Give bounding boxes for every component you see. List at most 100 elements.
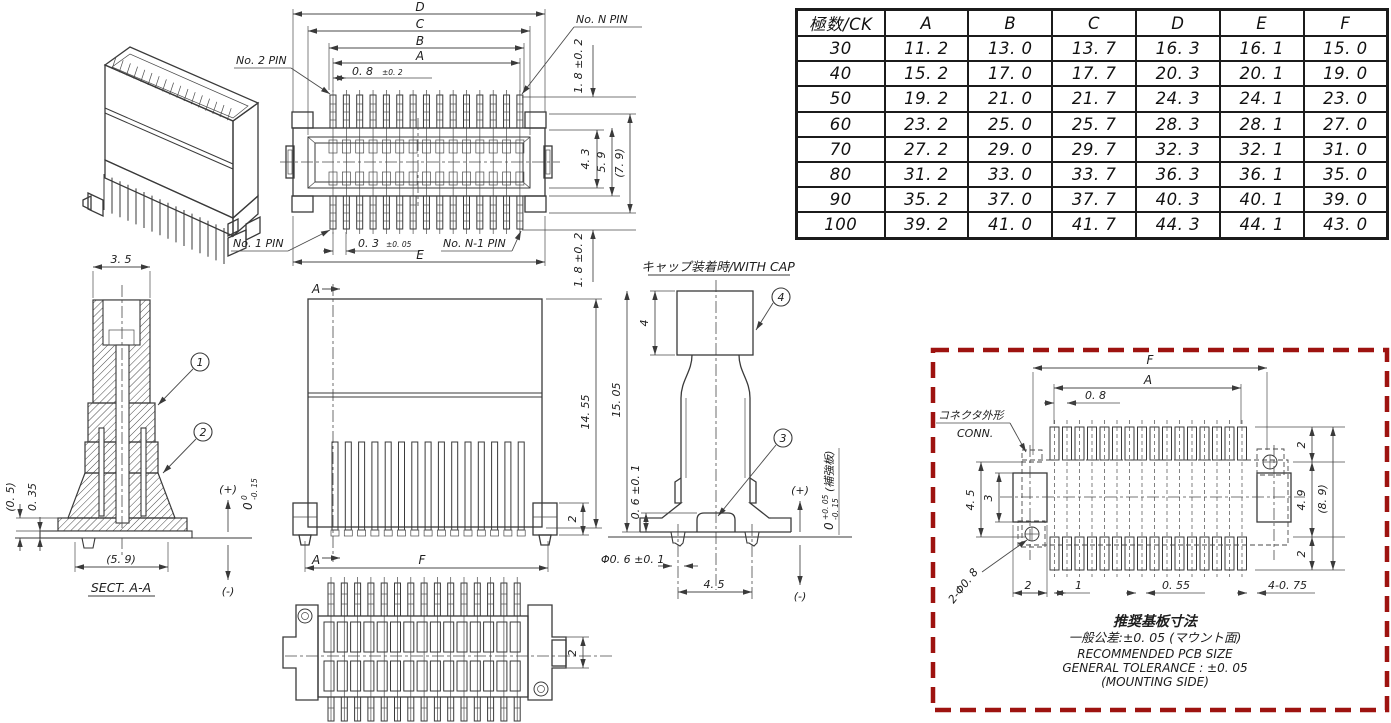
polarity-minus: (-) (222, 585, 235, 598)
pcb-note-en-tolerance: GENERAL TOLERANCE : ±0. 05 (1062, 661, 1247, 675)
pcb-dim-3: 3 (982, 495, 995, 502)
table-cell: 19. 0 (1302, 60, 1389, 88)
balloon-1: 1 (197, 356, 204, 369)
dim-c: C (416, 17, 425, 31)
isometric-view (82, 46, 261, 264)
table-cell: 60 (795, 110, 886, 138)
dim-b: B (416, 34, 424, 48)
table-cell: 39. 2 (883, 211, 970, 239)
table-cell: 20. 3 (1134, 60, 1221, 88)
tolerance-upper-cap: +0. 05 (821, 494, 830, 520)
table-cell: 28. 1 (1218, 110, 1305, 138)
table-cell: 17. 0 (967, 60, 1054, 88)
table-cell: 80 (795, 160, 886, 189)
pcb-dim-1: 1 (1075, 579, 1082, 592)
table-cell: 90 (795, 186, 886, 214)
balloon-2: 2 (200, 426, 207, 439)
dim-cap-4: 4 (638, 320, 651, 327)
dim-tail-bottom: 1. 8 ±0. 2 (572, 233, 585, 288)
polarity-plus: (+) (219, 483, 237, 496)
dim-7-9: (7. 9) (613, 148, 626, 178)
column-header: B (967, 8, 1054, 37)
table-cell: 44. 3 (1134, 211, 1221, 239)
dim-a: A (415, 49, 424, 63)
table-cell: 43. 0 (1302, 211, 1389, 239)
table-cell: 23. 2 (883, 110, 970, 138)
pcb-red-border (930, 347, 1390, 713)
table-cell: 39. 0 (1302, 186, 1389, 214)
label-pinN1: No. N-1 PIN (443, 237, 506, 250)
section-marker-a-bottom: A (311, 553, 320, 567)
pcb-dim-4-0-75: 4-0. 75 (1268, 579, 1307, 592)
table-cell: 25. 0 (967, 110, 1054, 138)
dim-4-3: 4. 3 (579, 149, 592, 170)
dim-tail-top: 1. 8 ±0. 2 (572, 39, 585, 94)
pcb-dim-8-9: (8. 9) (1316, 484, 1329, 514)
dim-phi-0-6: Φ0. 6 ±0. 1 (601, 553, 664, 566)
table-cell: 23. 0 (1302, 85, 1389, 113)
table-cell: 25. 7 (1051, 110, 1137, 138)
pcb-dim-2b: 2 (1025, 579, 1032, 592)
pcb-note-en-title: RECOMMENDED PCB SIZE (1077, 647, 1233, 661)
polarity-minus-cap: (-) (794, 590, 807, 603)
table-cell: 40. 3 (1134, 186, 1221, 214)
dim-lead-tol: ±0. 05 (386, 240, 412, 249)
dim-pitch: 0. 8 (352, 65, 373, 78)
table-cell: 36. 1 (1218, 160, 1305, 189)
pcb-note-jp-tolerance: 一般公差:±0. 05 (マウント面) (1069, 630, 1242, 645)
table-cell: 19. 2 (883, 85, 970, 113)
pcb-dim-0-8: 0. 8 (1085, 389, 1106, 402)
table-cell: 36. 3 (1134, 160, 1221, 189)
top-view: D C B A 0. 8 ±0. 2 No. 2 PIN No. N PIN (231, 0, 642, 287)
section-title: SECT. A-A (91, 580, 151, 595)
table-cell: 33. 0 (967, 160, 1054, 189)
column-header: C (1051, 8, 1137, 37)
column-header: 極数/CK (795, 8, 886, 37)
table-cell: 70 (795, 135, 886, 163)
table-cell: 13. 7 (1051, 34, 1137, 63)
pcb-dim-2-top: 2 (1295, 442, 1308, 449)
dim-2-bottom-view: 2 (566, 650, 579, 657)
table-cell: 31. 2 (883, 160, 970, 189)
pcb-dim-2-bottom: 2 (1295, 551, 1308, 558)
tolerance-upper: 0 (240, 495, 249, 500)
dim-5-9: 5. 9 (595, 152, 608, 173)
column-header: E (1218, 8, 1305, 37)
pcb-note-en-side: (MOUNTING SIDE) (1101, 675, 1209, 689)
table-cell: 24. 3 (1134, 85, 1221, 113)
table-cell: 17. 7 (1051, 60, 1137, 88)
table-cell: 20. 1 (1218, 60, 1305, 88)
bottom-view: 2 (282, 577, 615, 722)
pcb-note-jp-title: 推奨基板寸法 (1113, 613, 1199, 630)
section-view: 3. 5 1 2 (0. 5) 0. 35 (5. 9) SECT. A (4, 253, 259, 598)
table-cell: 31. 0 (1302, 135, 1389, 163)
table-cell: 30 (795, 34, 886, 63)
pcb-dim-4-9: 4. 9 (1295, 490, 1308, 511)
column-header: A (883, 8, 970, 37)
table-cell: 40. 1 (1218, 186, 1305, 214)
table-cell: 27. 2 (883, 135, 970, 163)
label-pinN: No. N PIN (576, 13, 628, 26)
pcb-layout: F A 0. 8 コネクタ外形 CONN. 4. 5 3 2 4. 9 2 (8… (930, 347, 1390, 713)
table-cell: 29. 0 (967, 135, 1054, 163)
dim-0-6: 0. 6 ±0. 1 (629, 465, 642, 520)
dim-14-55: 14. 55 (579, 395, 592, 430)
table-cell: 21. 7 (1051, 85, 1137, 113)
table-cell: 40 (795, 60, 886, 88)
pcb-conn-label-jp: コネクタ外形 (938, 409, 1006, 422)
table-cell: 11. 2 (883, 34, 970, 63)
cap-view-title: キャップ装着時/WITH CAP (641, 259, 795, 274)
table-cell: 21. 0 (967, 85, 1054, 113)
pcb-dim-holes: 2-Φ0. 8 (946, 566, 981, 606)
tolerance-lower: -0. 15 (250, 478, 259, 500)
table-cell: 33. 7 (1051, 160, 1137, 189)
